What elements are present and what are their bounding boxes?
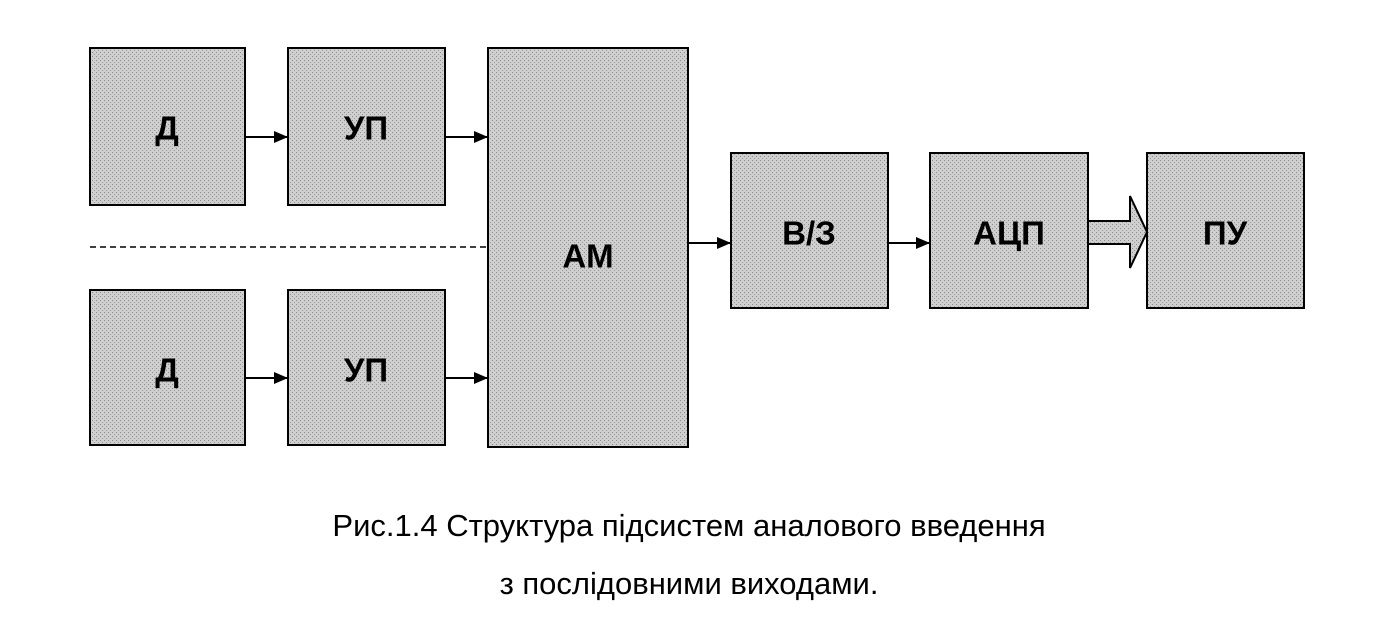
- block-sample-hold: В/З: [730, 152, 889, 309]
- caption-line-2: з послідовними виходами.: [499, 566, 879, 601]
- caption-line-1: Рис.1.4 Структура підсистем аналового вв…: [332, 508, 1046, 543]
- block-sensor-bottom-label: Д: [155, 352, 179, 389]
- block-control-device-label: ПУ: [1203, 215, 1248, 252]
- block-sensor-top-label: Д: [155, 110, 179, 147]
- block-analog-mux: АМ: [487, 47, 689, 448]
- block-control-device: ПУ: [1146, 152, 1305, 309]
- bus-arrow-adc-to-control: [1087, 195, 1149, 269]
- block-sensor-top: Д: [89, 47, 246, 206]
- block-adc-label: АЦП: [973, 215, 1045, 252]
- block-analog-mux-label: АМ: [562, 238, 613, 275]
- block-amp-top-label: УП: [344, 110, 388, 147]
- block-adc: АЦП: [929, 152, 1089, 309]
- block-sensor-bottom: Д: [89, 289, 246, 446]
- block-amp-top: УП: [287, 47, 446, 206]
- block-sample-hold-label: В/З: [782, 215, 836, 252]
- block-amp-bottom-label: УП: [344, 352, 388, 389]
- block-amp-bottom: УП: [287, 289, 446, 446]
